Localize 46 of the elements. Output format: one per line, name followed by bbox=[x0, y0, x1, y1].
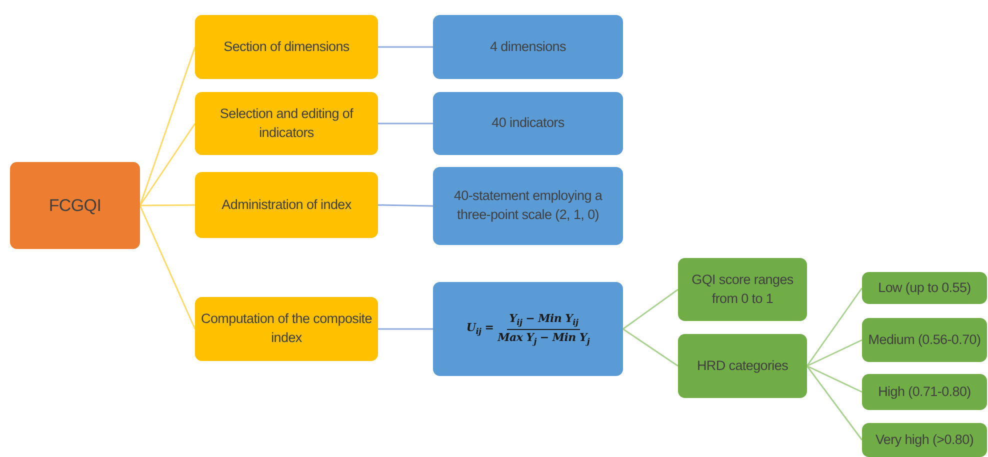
numerator-text: Y$_{ij}$ − Min Y$_{ij}$ bbox=[507, 310, 580, 330]
connector-line bbox=[139, 123, 196, 206]
result-box bbox=[862, 374, 987, 410]
node-label: Very high (>0.80) bbox=[875, 430, 974, 449]
connector-line bbox=[378, 328, 433, 330]
result-box bbox=[862, 423, 987, 457]
root-box bbox=[10, 162, 140, 249]
node-label: 4 dimensions bbox=[490, 38, 566, 56]
node-label: 40-statement employing a three-point scale (2, 1, 0) bbox=[452, 187, 604, 224]
node-label: Section of dimensions bbox=[224, 38, 350, 56]
step-box bbox=[195, 92, 378, 155]
connector-line bbox=[806, 366, 863, 440]
node-label: 40 indicators bbox=[492, 114, 564, 132]
detail-box bbox=[433, 167, 623, 245]
denominator-text: Max Y$_{j}$ − Min Y$_{j}$ bbox=[498, 330, 590, 348]
connector-line bbox=[140, 204, 195, 206]
node-label: HRD categories bbox=[696, 356, 788, 375]
connector-line bbox=[806, 288, 863, 366]
node-label: FCGQI bbox=[48, 194, 102, 217]
connector-line bbox=[378, 46, 433, 48]
step-box bbox=[195, 172, 378, 238]
connector-line bbox=[806, 365, 862, 393]
connector-line bbox=[139, 205, 196, 330]
connector-line bbox=[806, 339, 862, 367]
step-box bbox=[195, 297, 378, 361]
formula-box bbox=[433, 282, 623, 376]
connector-line bbox=[378, 204, 434, 207]
node-label: Selection and editing of indicators bbox=[218, 104, 354, 142]
node-label: Medium (0.56-0.70) bbox=[868, 330, 981, 349]
node-label: Administration of index bbox=[222, 196, 352, 214]
node-label: GQI score ranges from 0 to 1 bbox=[690, 270, 794, 308]
node-label: Computation of the composite index bbox=[200, 310, 373, 347]
connector-line bbox=[378, 122, 433, 124]
detail-box bbox=[433, 15, 623, 79]
connector-line bbox=[622, 288, 678, 330]
connector-line bbox=[622, 328, 678, 367]
step-box bbox=[195, 15, 378, 79]
result-box bbox=[678, 258, 807, 321]
node-label: Low (up to 0.55) bbox=[878, 278, 971, 297]
result-box bbox=[862, 318, 987, 362]
connector-line bbox=[139, 46, 196, 206]
result-box bbox=[678, 334, 807, 398]
node-label: High (0.71-0.80) bbox=[878, 382, 971, 401]
result-box bbox=[862, 272, 987, 304]
formula-text: U$_{ij}$ = bbox=[466, 320, 494, 338]
detail-box bbox=[433, 92, 623, 155]
